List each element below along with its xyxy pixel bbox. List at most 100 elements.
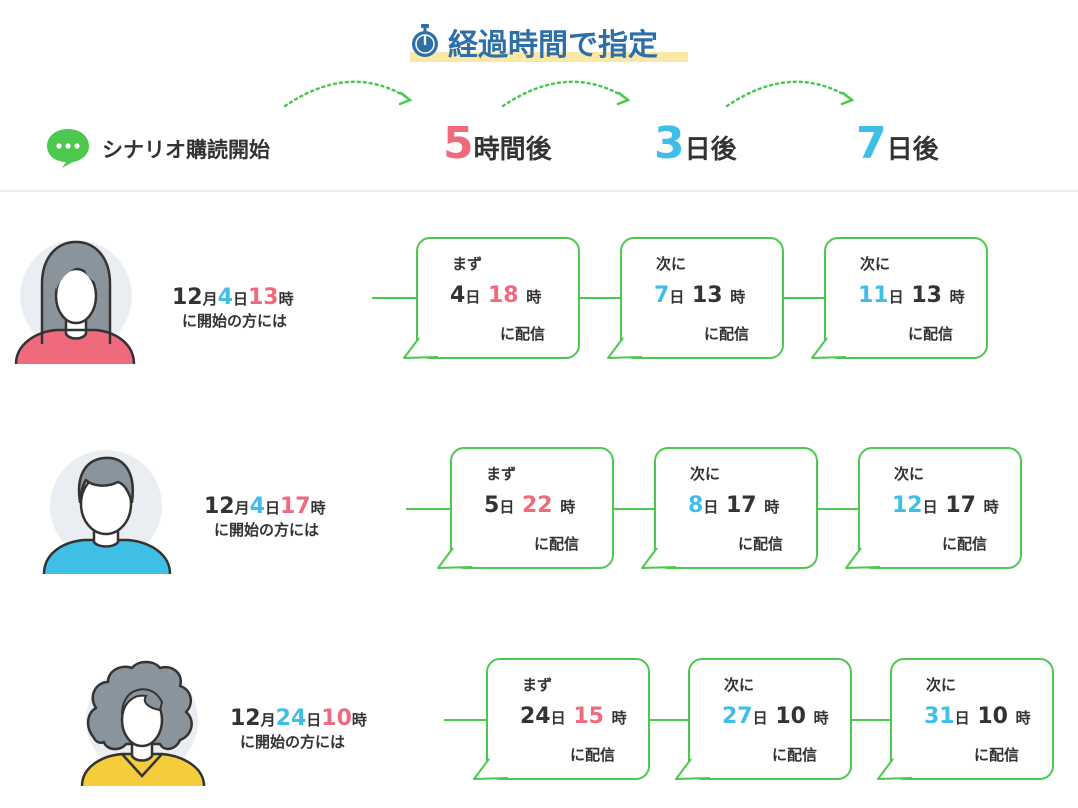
- row-1-start-hour: 13: [247, 285, 279, 310]
- bubble-label: まず: [522, 676, 553, 694]
- row-3-start-note: に開始の方には: [240, 733, 346, 751]
- row-3-start-hour: 10: [321, 706, 352, 731]
- bubble-label: 次に: [926, 676, 957, 694]
- step-label-3: 7日後: [856, 118, 939, 169]
- bubble-hour: 10: [977, 704, 1008, 729]
- row-3-bubble-3: 次に 31日 10 時 に配信: [890, 658, 1054, 780]
- bubble-hour-unit: 時: [730, 288, 746, 306]
- row-1-start-day-unit: 日: [232, 290, 248, 308]
- row-3-start-month: 12: [230, 706, 261, 731]
- bubble-day: 7: [654, 283, 670, 308]
- row-2-bubble-3: 次に 12日 17 時 に配信: [858, 447, 1022, 569]
- row-3-start-day: 24: [275, 706, 307, 731]
- row-1-start-hour-unit: 時: [278, 290, 294, 308]
- chat-bubble-icon: [47, 129, 89, 168]
- row-2-start-hour: 17: [279, 494, 311, 519]
- arrow-head-2: [616, 91, 631, 106]
- bubble-send: に配信: [772, 746, 818, 764]
- bubble-day-unit: 日: [703, 498, 719, 516]
- step-3-unit: 日後: [886, 135, 939, 165]
- bubble-hour-unit: 時: [560, 498, 576, 516]
- row-2-start-month-unit: 月: [234, 499, 250, 517]
- bubble-hour-unit: 時: [1015, 709, 1031, 727]
- row-1-start-day: 4: [217, 285, 233, 310]
- step-label-1: 5時間後: [443, 118, 552, 169]
- man-short-hair-icon: [42, 450, 172, 575]
- bubble-send: に配信: [570, 746, 616, 764]
- bubble-hour-unit: 時: [813, 709, 829, 727]
- bubble-day-unit: 日: [499, 498, 515, 516]
- bubble-send: に配信: [534, 535, 580, 553]
- row-2-start-month: 12: [204, 494, 235, 519]
- row-2-connector-3: [818, 508, 860, 510]
- bubble-send: に配信: [942, 535, 988, 553]
- row-2-bubble-2: 次に 8日 17 時 に配信: [654, 447, 818, 569]
- bubble-hour-unit: 時: [526, 288, 542, 306]
- bubble-send: に配信: [738, 535, 784, 553]
- bubble-hour: 17: [945, 493, 976, 518]
- row-1-connector-2: [580, 297, 622, 299]
- bubble-label: まず: [486, 465, 517, 483]
- row-3-connector-1: [444, 719, 488, 721]
- step-2-number: 3: [654, 118, 685, 169]
- timeline-arc-1: [283, 80, 410, 108]
- row-3-start-hour-unit: 時: [351, 711, 367, 729]
- step-1-unit: 時間後: [473, 135, 552, 165]
- bubble-label: まず: [452, 255, 483, 273]
- bubble-hour: 13: [911, 283, 942, 308]
- bubble-hour: 15: [573, 704, 604, 729]
- step-3-number: 7: [856, 118, 887, 169]
- arrow-head-3: [840, 91, 855, 106]
- timeline-arc-2: [501, 80, 628, 108]
- bubble-day: 27: [722, 704, 753, 729]
- diagram-title: 経過時間で指定: [408, 18, 690, 64]
- bubble-hour-unit: 時: [949, 288, 965, 306]
- row-1-start-note: に開始の方には: [182, 312, 288, 330]
- bubble-hour: 13: [692, 283, 723, 308]
- title-text: 経過時間で指定: [448, 28, 658, 63]
- bubble-label: 次に: [860, 255, 891, 273]
- step-2-unit: 日後: [684, 135, 737, 165]
- bubble-label: 次に: [894, 465, 925, 483]
- bubble-day-unit: 日: [954, 709, 970, 727]
- bubble-hour-unit: 時: [764, 498, 780, 516]
- bubble-label: 次に: [724, 676, 755, 694]
- row-2-start-day-unit: 日: [264, 499, 280, 517]
- row-3-connector-2: [648, 719, 690, 721]
- woman-curly-hair-icon: [80, 660, 206, 787]
- row-3-connector-3: [852, 719, 894, 721]
- bubble-day-unit: 日: [550, 709, 566, 727]
- bubble-hour-unit: 時: [983, 498, 999, 516]
- bubble-hour: 22: [522, 493, 553, 518]
- row-1-connector-3: [784, 297, 826, 299]
- bubble-hour: 18: [488, 283, 519, 308]
- bubble-day: 31: [924, 704, 955, 729]
- bubble-day-unit: 日: [465, 288, 481, 306]
- row-1-bubble-3: 次に 11日 13 時 に配信: [824, 237, 988, 359]
- bubble-hour-unit: 時: [611, 709, 627, 727]
- timeline-arcs: [283, 80, 855, 108]
- bubble-day: 5: [484, 493, 500, 518]
- timeline-arc-3: [725, 80, 852, 108]
- bubble-day-unit: 日: [888, 288, 904, 306]
- stopwatch-icon: [412, 24, 438, 57]
- bubble-label: 次に: [690, 465, 721, 483]
- bubble-hour: 17: [726, 493, 757, 518]
- bubble-day: 11: [858, 283, 889, 308]
- bubble-day: 12: [892, 493, 923, 518]
- row-3-start-day-unit: 日: [306, 711, 322, 729]
- bubble-send: に配信: [974, 746, 1020, 764]
- row-1-bubble-1: まず 4日 18 時 に配信: [416, 237, 580, 359]
- woman-long-hair-icon: [14, 240, 136, 365]
- row-3-bubble-1: まず 24日 15 時 に配信: [486, 658, 650, 780]
- row-2-start-note: に開始の方には: [214, 521, 320, 539]
- row-3-bubble-2: 次に 27日 10 時 に配信: [688, 658, 852, 780]
- bubble-day-unit: 日: [922, 498, 938, 516]
- bubble-day: 4: [450, 283, 466, 308]
- scenario-start-label: シナリオ購読開始: [102, 138, 270, 162]
- bubble-hour: 10: [775, 704, 806, 729]
- bubble-send: に配信: [500, 325, 546, 343]
- step-label-2: 3日後: [654, 118, 737, 169]
- row-2-connector-1: [406, 508, 452, 510]
- bubble-day-unit: 日: [752, 709, 768, 727]
